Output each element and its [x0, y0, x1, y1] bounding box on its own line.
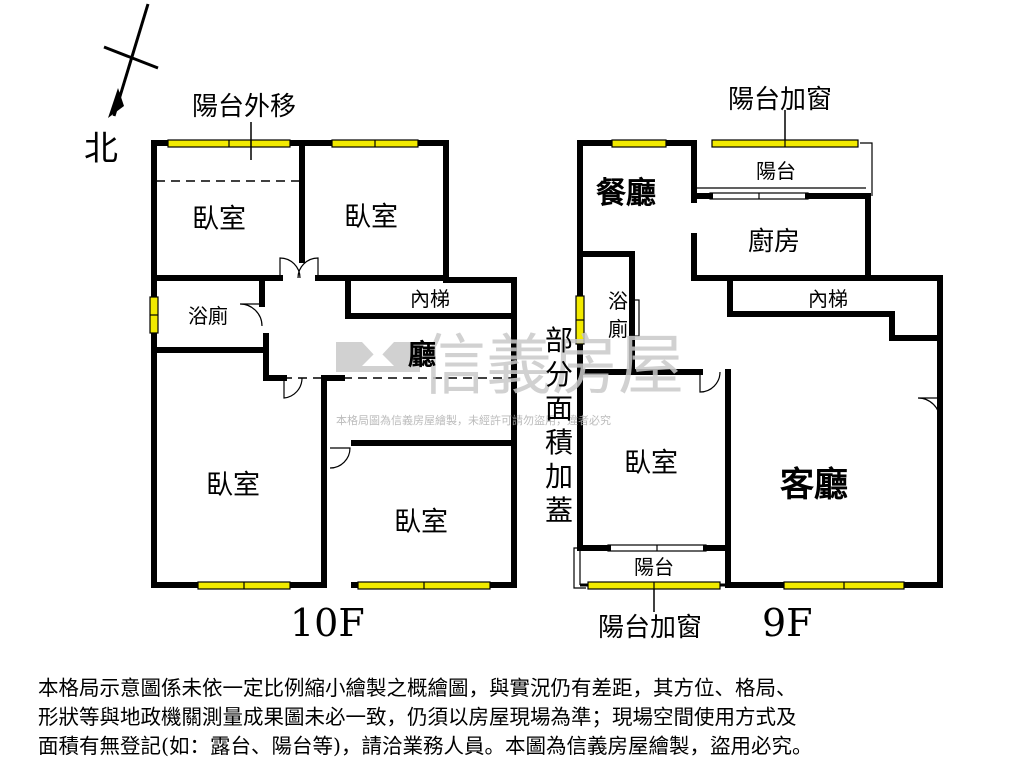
floor-plan-diagram: 北 [84, 3, 943, 645]
room-hall: 廳 [408, 338, 436, 371]
room-kitchen: 廚房 [748, 227, 800, 257]
window-note-top: 陽台加窗 [728, 85, 832, 115]
room-living: 客廳 [780, 465, 848, 505]
room-bathroom-9f: 浴廁 [608, 289, 628, 341]
room-bedroom-bottom-right: 臥室 [394, 507, 448, 538]
room-dining: 餐廳 [596, 176, 656, 211]
room-bathroom: 浴廁 [188, 304, 228, 328]
floor-9f-walls [577, 140, 943, 588]
room-balcony-bottom: 陽台 [634, 555, 674, 579]
brand-watermark: 信義房屋 本格局圖為信義房屋繪製，未經許可請勿盜用，違者必究 [336, 327, 684, 427]
room-bedroom-top-left: 臥室 [192, 204, 246, 235]
watermark-notice: 本格局圖為信義房屋繪製，未經許可請勿盜用，違者必究 [336, 413, 611, 427]
window-note-bottom: 陽台加窗 [598, 613, 702, 643]
room-balcony-top: 陽台 [756, 159, 796, 183]
room-bedroom-9f: 臥室 [624, 448, 678, 479]
door-swing-icon [239, 257, 351, 469]
partial-area-note: 部分面積加蓋 [545, 324, 573, 527]
floor-label-9f: 9F [762, 601, 813, 645]
north-arrow-icon [103, 3, 159, 118]
door-swing-icon [699, 371, 941, 421]
north-label: 北 [84, 129, 118, 169]
balcony-note: 陽台外移 [192, 92, 296, 122]
room-stairs-9f: 內梯 [808, 287, 848, 311]
window-icon [149, 139, 491, 590]
floor-label-10f: 10F [290, 601, 365, 645]
disclaimer-text: 本格局示意圖係未依一定比例縮小繪製之概繪圖，與實況仍有差距，其方位、格局、 形狀… [38, 676, 813, 758]
watermark-brand: 信義房屋 [420, 327, 684, 404]
balcony-enclosure-lines [573, 142, 873, 589]
room-stairs: 內梯 [410, 287, 450, 311]
room-bedroom-bottom-left: 臥室 [206, 470, 260, 501]
room-bedroom-top-right: 臥室 [344, 202, 398, 233]
